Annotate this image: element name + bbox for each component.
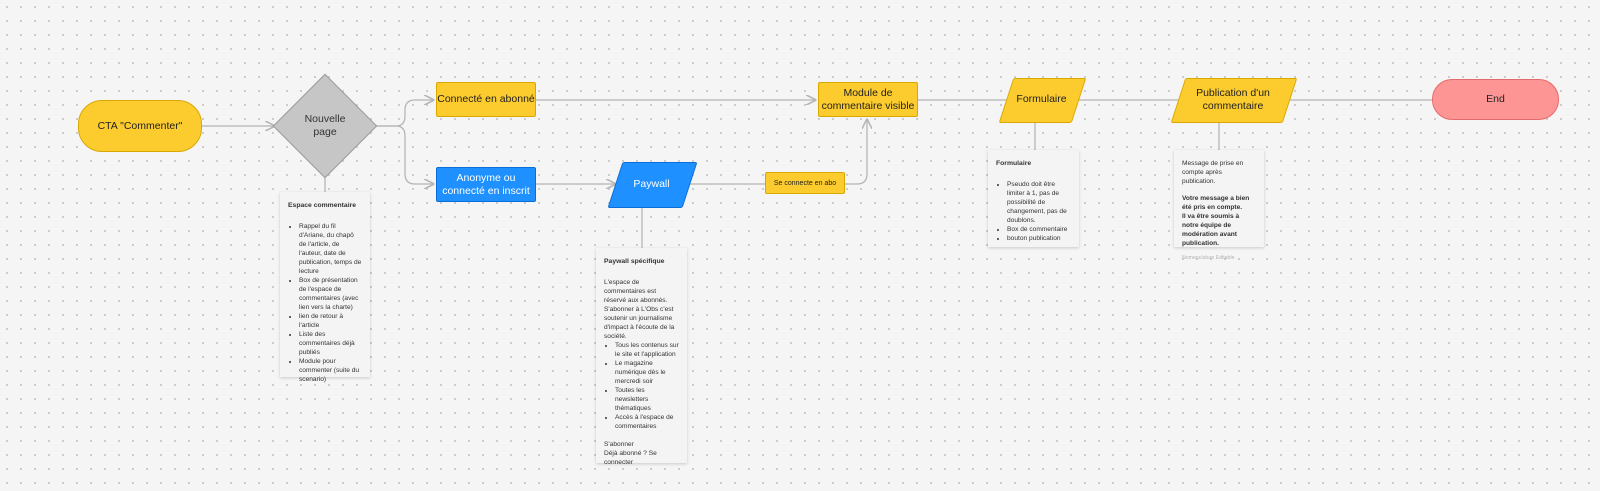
subscribe-link[interactable]: S'abonner [604,441,634,448]
list-item: Toutes les newsletters thématiques [615,386,679,413]
list-item: Liste des commentaires déjà publiés [299,330,362,357]
list-item: Le magazine numérique dès le mercredi so… [615,359,679,386]
se-connecte-node[interactable]: Se connecte en abo [765,172,845,194]
formulaire-note: Formulaire Pseudo doit être limiter à 1,… [988,150,1079,247]
module-commentaire-label: Module de commentaire visible [821,86,915,112]
publication-label: Publication d'un commentaire [1196,86,1270,112]
note-list: Pseudo doit être limiter à 1, pas de pos… [996,180,1071,243]
list-item: Tous les contenus sur le site et l'appli… [615,341,679,359]
edge-se-connecte-to-module [845,120,867,185]
formulaire-node[interactable]: Formulaire [998,78,1087,123]
nouvelle-page-decision[interactable]: Nouvelle page [272,73,378,179]
list-item: Box de présentation de l'espace de comme… [299,276,362,312]
module-commentaire-node[interactable]: Module de commentaire visible [818,82,918,117]
publication-node[interactable]: Publication d'un commentaire [1170,78,1298,123]
publication-note: Message de prise en compte après publica… [1174,150,1264,261]
note-title: Espace commentaire [288,202,357,209]
list-item: Pseudo doit être limiter à 1, pas de pos… [1007,180,1071,225]
cta-commenter-node[interactable]: CTA "Commenter" [78,100,202,152]
connecte-abonne-node[interactable]: Connecté en abonné [436,82,536,117]
anonyme-node[interactable]: Anonyme ou connecté en inscrit [436,167,536,202]
end-node[interactable]: End [1432,79,1559,120]
paywall-specifique-note: Paywall spécifique L'espace de commentai… [596,248,687,466]
note-title: Paywall spécifique [604,258,665,265]
paywall-node[interactable]: Paywall [607,162,698,208]
note-bold-message: Votre message a bien été pris en compte. [1182,195,1250,211]
edge-nouvelle-page-to-connecte-abonne [376,100,433,127]
anonyme-label: Anonyme ou connecté en inscrit [442,171,530,197]
list-item: Module pour commenter (suite du scenario… [299,357,362,384]
cta-commenter-label: CTA "Commenter" [97,119,183,132]
list-item: Accès à l'espace de commentaires [615,413,679,431]
list-item: lien de retour à l'article [299,312,362,330]
paywall-label: Paywall [633,177,670,190]
list-item: bouton publication [1007,234,1071,243]
espace-commentaire-note: Espace commentaire Rappel du fil d'Arian… [280,192,370,383]
nouvelle-page-label: Nouvelle page [304,113,346,138]
list-item: Rappel du fil d'Ariane, du chapô de l'ar… [299,222,362,276]
note-intro: L'espace de commentaires est réservé aux… [604,279,675,340]
note-intro: Message de prise en compte après publica… [1182,160,1244,185]
edge-nouvelle-page-to-anonyme [376,125,433,184]
connecte-abonne-label: Connecté en abonné [437,93,535,105]
formulaire-label: Formulaire [1016,93,1067,105]
note-title: Formulaire [996,160,1032,167]
note-list: Tous les contenus sur le site et l'appli… [604,341,679,431]
se-connecte-label: Se connecte en abo [773,179,837,187]
note-footer: Nomenclature Editable [1182,255,1235,261]
list-item: Box de commentaire [1007,225,1071,234]
end-label: End [1486,93,1505,105]
note-bold-message: Il va être soumis à notre équipe de modé… [1182,213,1240,247]
login-link[interactable]: Déjà abonné ? Se connecter [604,450,657,466]
note-list: Rappel du fil d'Ariane, du chapô de l'ar… [288,222,362,384]
